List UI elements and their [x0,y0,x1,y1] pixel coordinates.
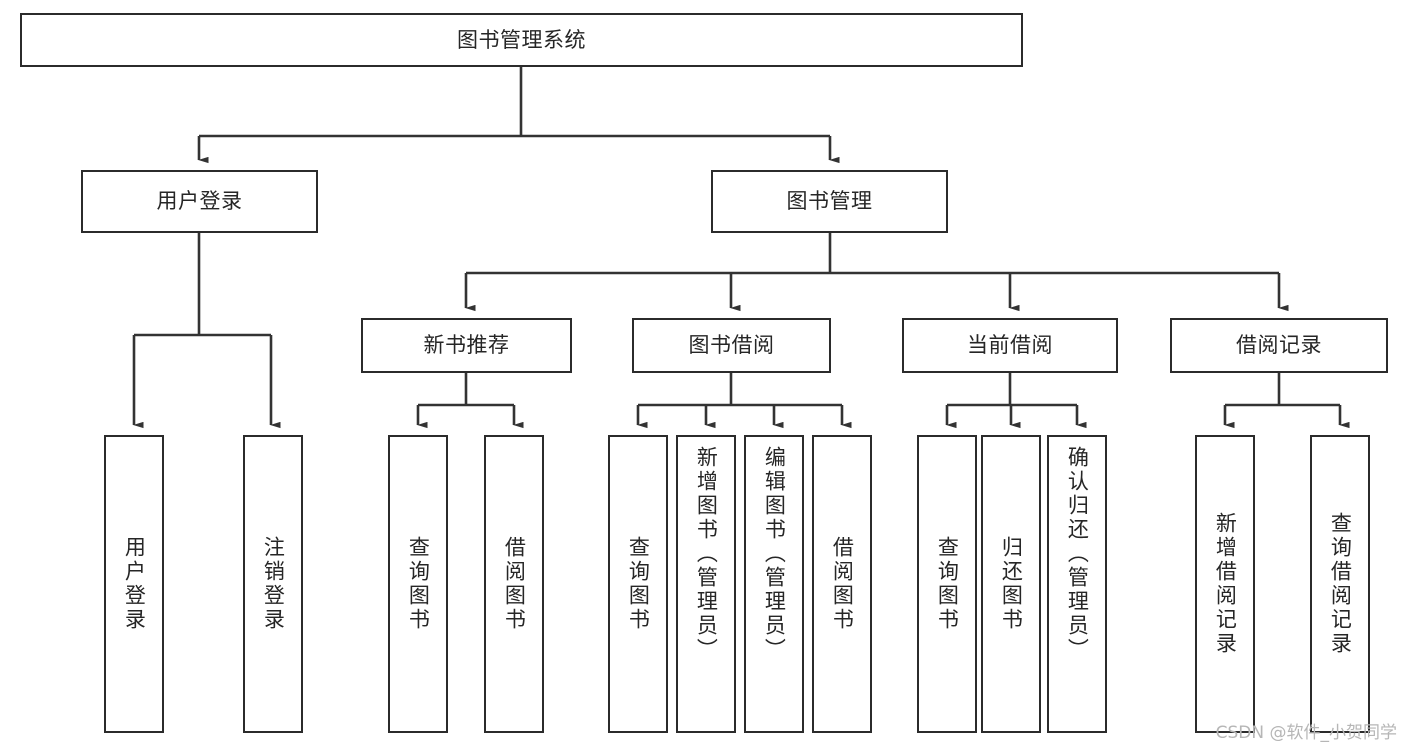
connector-book-manage-to-level2 [464,233,1289,312]
csdn-watermark: CSDN @软件_小贺同学 [1215,723,1397,743]
leaf-borrow-record-add[interactable]: 新增借阅记录 [1195,435,1255,733]
leaf-user-login-logout[interactable]: 注销登录 [243,435,303,733]
node-label: 新增图书（管理员） [694,446,719,662]
leaf-current-borrow-confirm-return[interactable]: 确认归还（管理员） [1047,435,1107,733]
node-label: 查询借阅记录 [1328,512,1353,656]
node-label: 当前借阅 [967,333,1053,358]
leaf-book-borrow-borrow[interactable]: 借阅图书 [812,435,872,733]
leaf-book-borrow-query[interactable]: 查询图书 [608,435,668,733]
leaf-book-borrow-add[interactable]: 新增图书（管理员） [676,435,736,733]
connector-borrow-record-to-leaves [1223,373,1350,429]
node-label: 借阅记录 [1236,333,1322,358]
node-label: 图书借阅 [688,333,775,358]
node-root-book-management-system[interactable]: 图书管理系统 [20,13,1023,67]
node-label: 用户登录 [156,189,243,214]
node-borrow-record[interactable]: 借阅记录 [1170,318,1388,373]
node-label: 新书推荐 [423,333,510,358]
connector-current-borrow-to-leaves [945,373,1087,429]
node-label: 查询图书 [406,536,431,632]
leaf-new-book-query[interactable]: 查询图书 [388,435,448,733]
leaf-new-book-borrow[interactable]: 借阅图书 [484,435,544,733]
node-label: 用户登录 [122,536,147,632]
connector-user-login-to-leaves [132,233,281,429]
node-label: 确认归还（管理员） [1065,446,1090,662]
node-book-borrow[interactable]: 图书借阅 [632,318,831,373]
connector-root-to-level1 [197,67,840,164]
node-label: 图书管理系统 [457,27,586,52]
connector-new-book-to-leaves [416,373,524,429]
node-label: 借阅图书 [502,536,527,632]
node-label: 编辑图书（管理员） [762,446,787,662]
connector-book-borrow-to-leaves [636,373,852,429]
node-label: 查询图书 [626,536,651,632]
node-label: 新增借阅记录 [1213,512,1238,656]
leaf-borrow-record-query[interactable]: 查询借阅记录 [1310,435,1370,733]
node-book-management[interactable]: 图书管理 [711,170,948,233]
node-new-book-recommend[interactable]: 新书推荐 [361,318,572,373]
node-label: 注销登录 [261,536,286,632]
leaf-current-borrow-return[interactable]: 归还图书 [981,435,1041,733]
node-current-borrow[interactable]: 当前借阅 [902,318,1118,373]
node-label: 归还图书 [999,536,1024,632]
node-label: 查询图书 [935,536,960,632]
node-label: 图书管理 [786,189,873,214]
node-label: 借阅图书 [830,536,855,632]
leaf-book-borrow-edit[interactable]: 编辑图书（管理员） [744,435,804,733]
leaf-user-login-login[interactable]: 用户登录 [104,435,164,733]
node-user-login[interactable]: 用户登录 [81,170,318,233]
leaf-current-borrow-query[interactable]: 查询图书 [917,435,977,733]
